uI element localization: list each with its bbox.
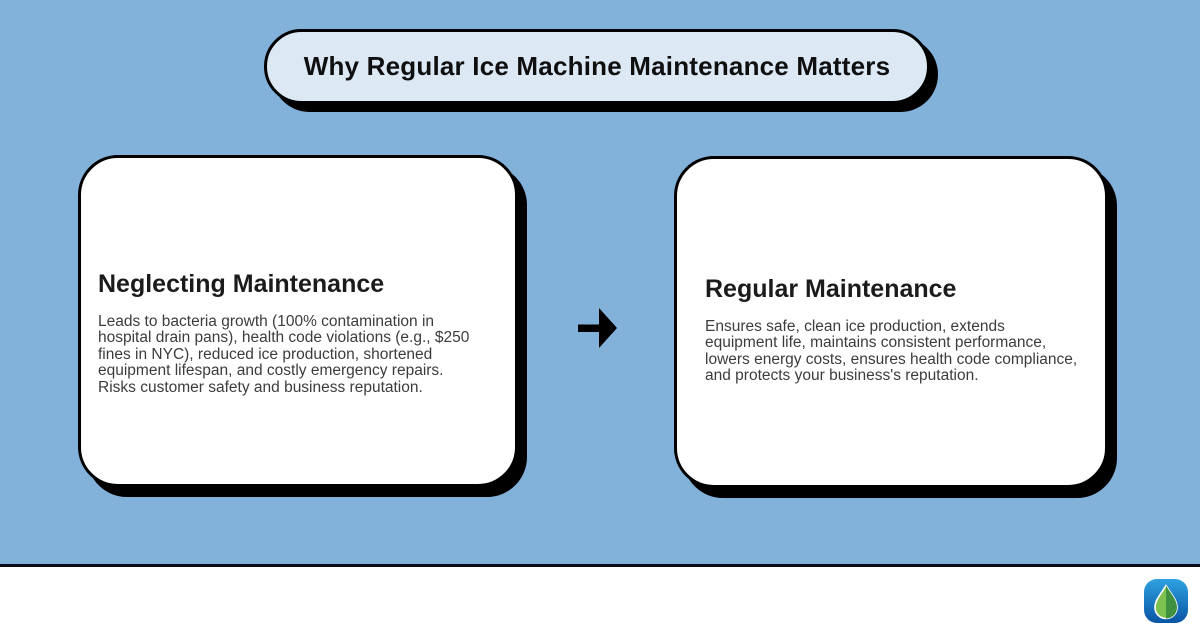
- leaf-drop-logo-icon: [1144, 578, 1188, 623]
- card-regular-maintenance: Regular Maintenance Ensures safe, clean …: [674, 156, 1108, 488]
- card-regular-body: Ensures safe, clean ice production, exte…: [705, 318, 1078, 385]
- card-regular-heading: Regular Maintenance: [705, 275, 957, 303]
- title-banner: Why Regular Ice Machine Maintenance Matt…: [264, 29, 930, 104]
- right-arrow-icon: [578, 306, 618, 350]
- page-title: Why Regular Ice Machine Maintenance Matt…: [303, 51, 891, 81]
- card-neglecting-heading: Neglecting Maintenance: [98, 270, 385, 298]
- footer-bar: [0, 564, 1200, 630]
- card-neglecting-body: Leads to bacteria growth (100% contamina…: [98, 313, 470, 396]
- card-neglecting-maintenance: Neglecting Maintenance Leads to bacteria…: [78, 155, 518, 487]
